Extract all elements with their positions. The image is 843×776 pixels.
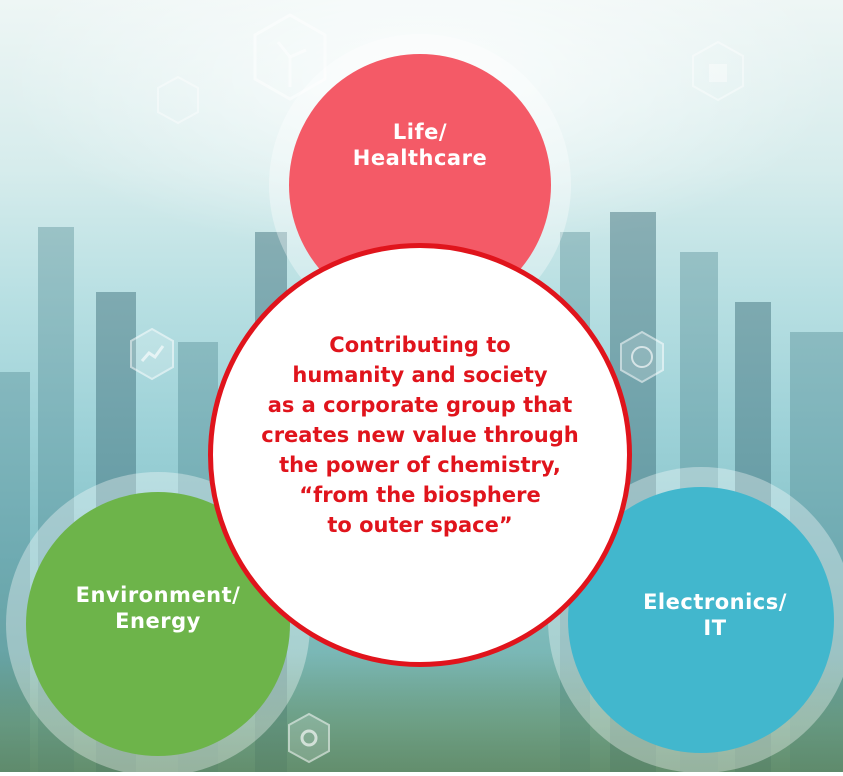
- globe-hexagon-icon: [620, 330, 664, 384]
- environment-energy-label: Environment/ Energy: [75, 583, 241, 633]
- electronics-it-label: Electronics/ IT: [643, 590, 787, 640]
- hexagon-outline-icon: [157, 75, 199, 125]
- corporate-mission-text: Contributing to humanity and society as …: [261, 333, 579, 537]
- gear-hexagon-icon: [288, 712, 330, 764]
- life-healthcare-label: Life/ Healthcare: [352, 120, 488, 170]
- chart-hexagon-icon: [130, 327, 174, 381]
- building-hexagon-icon: [692, 40, 744, 102]
- corporate-mission-circle: Contributing to humanity and society as …: [208, 243, 632, 667]
- wind-turbine-hexagon-icon: [253, 13, 327, 101]
